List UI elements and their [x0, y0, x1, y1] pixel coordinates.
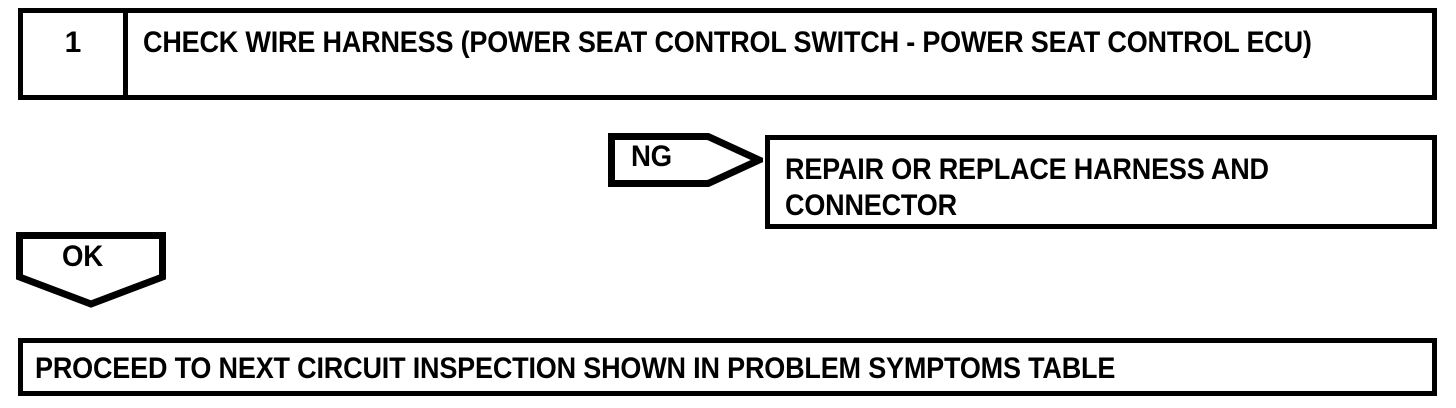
ok-arrow-icon [16, 232, 166, 308]
step-box: 1 CHECK WIRE HARNESS (POWER SEAT CONTROL… [18, 8, 1437, 100]
step-number-cell: 1 [23, 13, 128, 95]
step-number: 1 [64, 26, 82, 59]
ng-result-text: REPAIR OR REPLACE HARNESS AND CONNECTOR [785, 153, 1269, 222]
ok-result-box: PROCEED TO NEXT CIRCUIT INSPECTION SHOWN… [18, 338, 1437, 396]
ok-result-text: PROCEED TO NEXT CIRCUIT INSPECTION SHOWN… [35, 352, 1116, 385]
ng-branch-label: NG [631, 140, 672, 173]
step-title: CHECK WIRE HARNESS (POWER SEAT CONTROL S… [143, 26, 1312, 59]
ng-arrow-icon [608, 133, 763, 187]
ok-branch-pennant [16, 232, 166, 308]
ng-branch-pennant [608, 133, 763, 187]
ng-result-box: REPAIR OR REPLACE HARNESS AND CONNECTOR [765, 135, 1437, 229]
ok-branch-label: OK [62, 240, 103, 273]
